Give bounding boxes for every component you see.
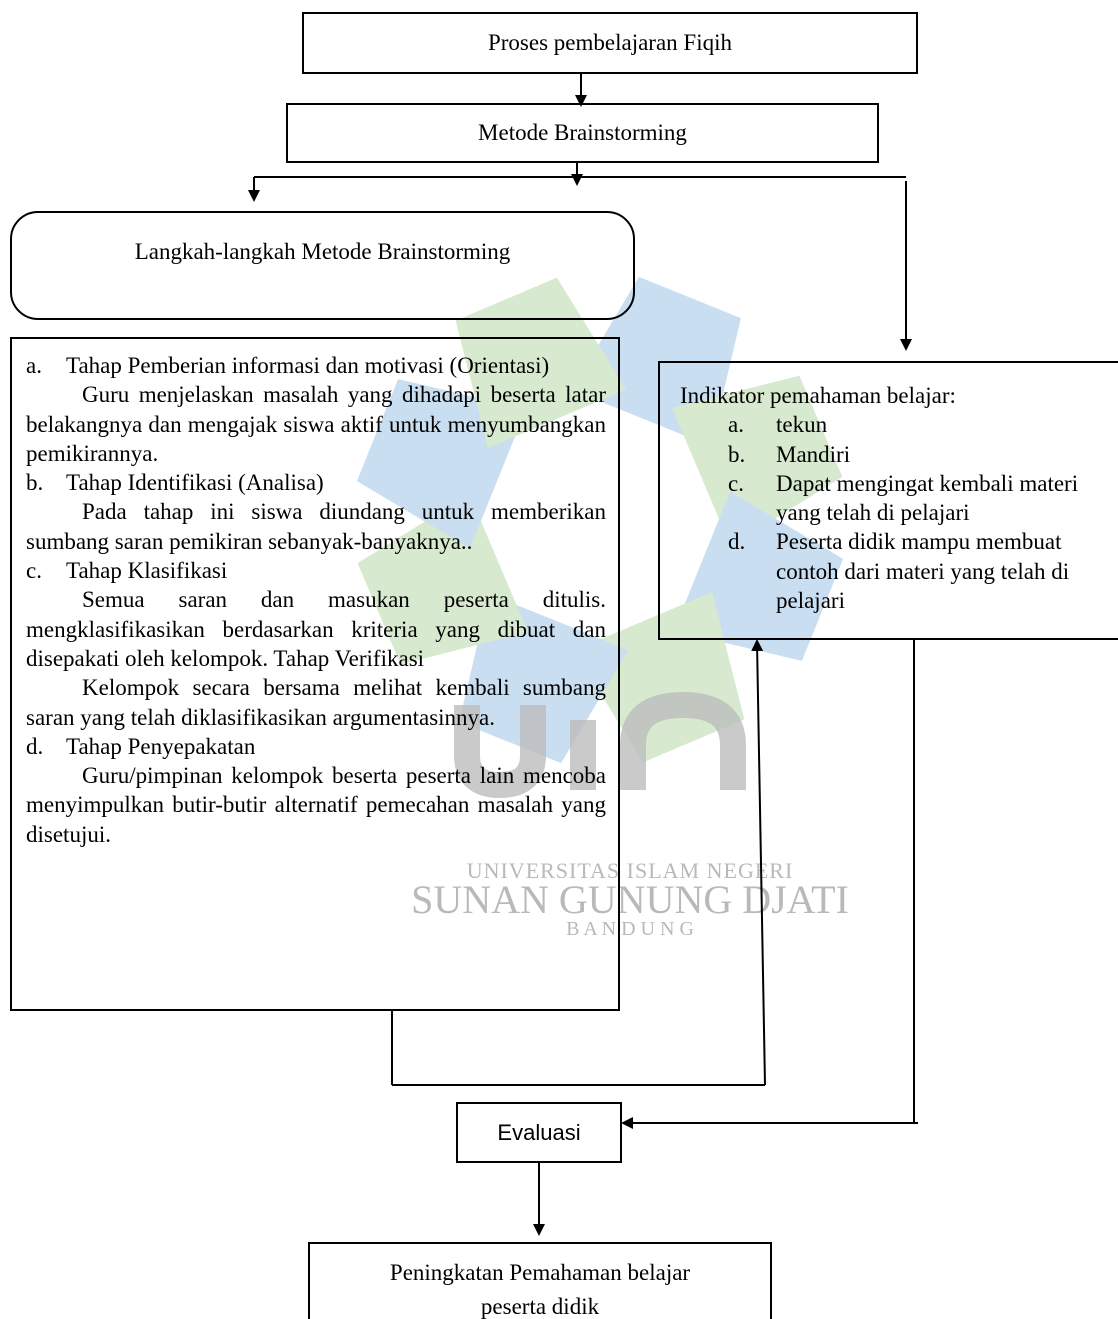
steps-heading-box: Langkah-langkah Metode Brainstorming	[10, 211, 635, 320]
process-label: Proses pembelajaran Fiqih	[487, 30, 732, 55]
step-c-title: Tahap Klasifikasi	[66, 558, 228, 584]
step-d-label: d.	[26, 733, 44, 759]
method-box: Metode Brainstorming	[286, 103, 879, 163]
outcome-label-line2: peserta didik	[480, 1294, 600, 1319]
indicator-d-label: d.	[728, 529, 746, 555]
indicators-box: Indikator pemahaman belajar: a. tekun b.…	[658, 361, 1118, 640]
indicator-item-d: d. Peserta didik mampu membuat contoh da…	[728, 527, 1118, 615]
step-c-text-verification: Kelompok secara bersama melihat kembali …	[26, 675, 606, 730]
step-a-label: a.	[26, 353, 42, 378]
watermark-petal	[455, 277, 627, 449]
watermark-text-city: B A N D U N G	[566, 918, 694, 940]
watermark-letter-u	[454, 705, 546, 799]
outcome-label-line1: Peningkatan Pemahaman belajar	[389, 1260, 691, 1285]
arrow-up-to-indicators	[751, 639, 766, 1086]
indicator-a-text: tekun	[776, 412, 828, 438]
indicator-d-text: Peserta didik mampu membuat contoh dari …	[776, 529, 1070, 614]
step-c-heading: c. Tahap Klasifikasi	[26, 556, 606, 585]
steps-box: a. Tahap Pemberian informasi dan motivas…	[10, 337, 620, 1011]
watermark-text-university: UNIVERSITAS ISLAM NEGERI	[466, 858, 794, 883]
step-b-title: Tahap Identifikasi (Analisa)	[66, 470, 324, 496]
watermark-petal	[671, 375, 843, 547]
watermark-letter-n	[620, 691, 746, 790]
step-c-label: c.	[26, 558, 42, 584]
process-box: Proses pembelajaran Fiqih	[302, 12, 918, 74]
watermark-text-campus: SUNAN GUNUNG DJATI	[411, 877, 849, 922]
watermark-petal	[357, 493, 529, 665]
evaluation-label: Evaluasi	[497, 1119, 581, 1145]
indicator-item-b: b. Mandiri	[728, 440, 1118, 469]
indicators-heading: Indikator pemahaman belajar:	[680, 383, 956, 408]
outcome-box: Peningkatan Pemahaman belajar peserta di…	[308, 1242, 772, 1319]
evaluation-box: Evaluasi	[456, 1102, 622, 1163]
step-d-heading: d. Tahap Penyepakatan	[26, 732, 606, 761]
indicator-b-label: b.	[728, 441, 746, 467]
indicator-b-text: Mandiri	[776, 441, 851, 467]
step-b-label: b.	[26, 470, 44, 496]
indicator-a-label: a.	[728, 412, 744, 438]
step-a-text: Guru menjelaskan masalah yang dihadapi b…	[26, 382, 606, 466]
steps-heading-label: Langkah-langkah Metode Brainstorming	[134, 239, 511, 264]
step-b-text: Pada tahap ini siswa diundang untuk memb…	[26, 499, 606, 554]
indicator-c-label: c.	[728, 470, 744, 496]
step-c-text: Semua saran dan masukan peserta ditulis.…	[26, 587, 606, 671]
step-d-text: Guru/pimpinan kelompok beserta peserta l…	[26, 763, 606, 847]
step-a-heading: a. Tahap Pemberian informasi dan motivas…	[26, 351, 606, 380]
indicator-item-a: a. tekun	[728, 410, 1118, 439]
step-d-title: Tahap Penyepakatan	[66, 733, 256, 759]
indicator-item-c: c. Dapat mengingat kembali materi yang t…	[728, 469, 1118, 528]
step-a-title: Tahap Pemberian informasi dan motivasi (…	[66, 353, 550, 378]
indicator-c-text: Dapat mengingat kembali materi yang tela…	[776, 470, 1079, 526]
method-label: Metode Brainstorming	[478, 120, 687, 145]
step-b-heading: b. Tahap Identifikasi (Analisa)	[26, 468, 606, 497]
